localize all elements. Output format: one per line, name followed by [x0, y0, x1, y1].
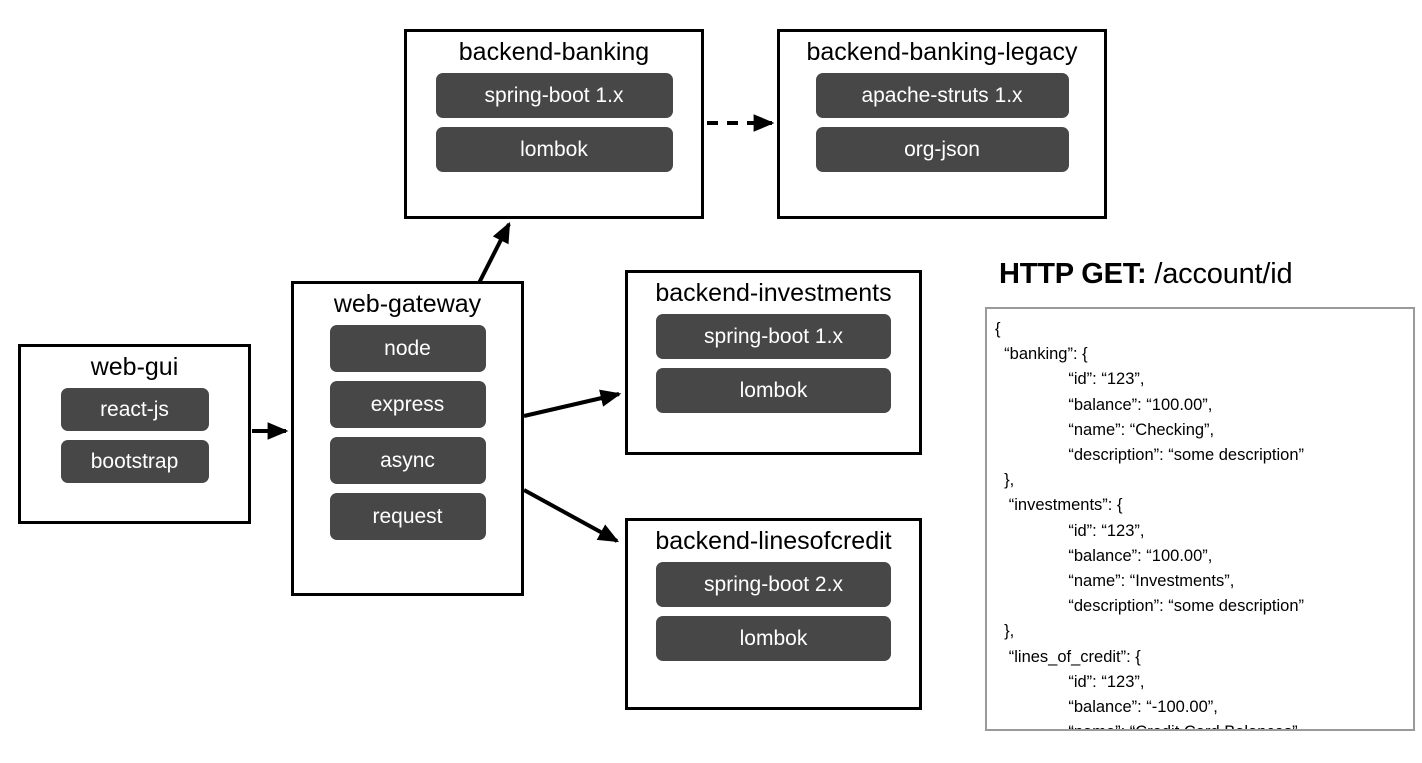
dependency-pill: lombok: [656, 367, 891, 413]
service-title: backend-banking: [458, 38, 650, 66]
dependency-list: react-js bootstrap: [21, 387, 248, 483]
dependency-list: spring-boot 2.x lombok: [628, 561, 919, 661]
http-endpoint-heading: HTTP GET: /account/id: [999, 258, 1415, 291]
service-box-backend-banking-legacy[interactable]: backend-banking-legacy apache-struts 1.x…: [777, 29, 1107, 219]
json-line: {: [995, 320, 1001, 338]
dependency-pill: lombok: [435, 126, 673, 172]
json-line: },: [995, 471, 1015, 490]
json-line: “description”: “some description”: [995, 597, 1305, 616]
service-box-backend-linesofcredit[interactable]: backend-linesofcredit spring-boot 2.x lo…: [625, 518, 922, 710]
json-line: “name”: “Credit Card Balances”,: [995, 720, 1403, 729]
dependency-list: spring-boot 1.x lombok: [407, 72, 701, 172]
service-box-web-gui[interactable]: web-gui react-js bootstrap: [18, 344, 251, 524]
dependency-pill: spring-boot 1.x: [435, 72, 673, 118]
service-box-backend-banking[interactable]: backend-banking spring-boot 1.x lombok: [404, 29, 704, 219]
service-title: web-gateway: [333, 290, 482, 318]
arrow-web-gateway-to-backend-investments: [523, 389, 622, 418]
service-box-backend-investments[interactable]: backend-investments spring-boot 1.x lomb…: [625, 270, 922, 455]
dependency-pill: lombok: [656, 615, 891, 661]
dependency-pill: express: [329, 380, 486, 428]
dependency-pill: node: [329, 324, 486, 372]
dependency-pill: request: [329, 492, 486, 540]
dependency-list: spring-boot 1.x lombok: [628, 313, 919, 413]
dependency-list: apache-struts 1.x org-json: [780, 72, 1104, 172]
json-line: },: [995, 622, 1015, 641]
http-method-label: HTTP GET:: [999, 258, 1147, 290]
service-box-web-gateway[interactable]: web-gateway node express async request: [291, 281, 524, 596]
arrow-web-gateway-to-backend-banking: [477, 221, 511, 284]
json-line: “id”: “123”,: [995, 521, 1145, 540]
dependency-list: node express async request: [294, 324, 521, 540]
service-title: backend-banking-legacy: [806, 38, 1078, 66]
json-line: “balance”: “-100.00”,: [995, 698, 1218, 717]
dependency-pill: spring-boot 2.x: [656, 561, 891, 607]
json-line: “id”: “123”,: [995, 370, 1145, 389]
service-title: web-gui: [90, 353, 179, 381]
arrow-web-gateway-to-backend-linesofcredit: [523, 488, 620, 543]
dependency-pill: bootstrap: [60, 439, 209, 483]
json-response-lines: { “banking”: { “id”: “123”, “balance”: “…: [995, 317, 1403, 729]
dependency-pill: react-js: [60, 387, 209, 431]
http-path-label: /account/id: [1154, 258, 1293, 290]
json-line: “lines_of_credit”: {: [995, 647, 1141, 666]
dependency-pill: spring-boot 1.x: [656, 313, 891, 359]
json-line: “name”: “Investments”,: [995, 572, 1235, 591]
json-line: “name”: “Checking”,: [995, 420, 1215, 439]
service-title: backend-linesofcredit: [655, 527, 892, 555]
json-line: “investments”: {: [995, 496, 1123, 515]
json-line: “id”: “123”,: [995, 672, 1145, 691]
json-line: “description”: “some description”: [995, 446, 1305, 465]
json-response-box: { “banking”: { “id”: “123”, “balance”: “…: [985, 307, 1415, 731]
dependency-pill: apache-struts 1.x: [815, 72, 1069, 118]
json-line: “banking”: {: [995, 345, 1088, 364]
service-title: backend-investments: [655, 279, 892, 307]
http-response-panel: HTTP GET: /account/id { “banking”: { “id…: [985, 258, 1415, 731]
dependency-pill: async: [329, 436, 486, 484]
json-line: “balance”: “100.00”,: [995, 395, 1213, 414]
dependency-pill: org-json: [815, 126, 1069, 172]
json-line: “balance”: “100.00”,: [995, 546, 1213, 565]
